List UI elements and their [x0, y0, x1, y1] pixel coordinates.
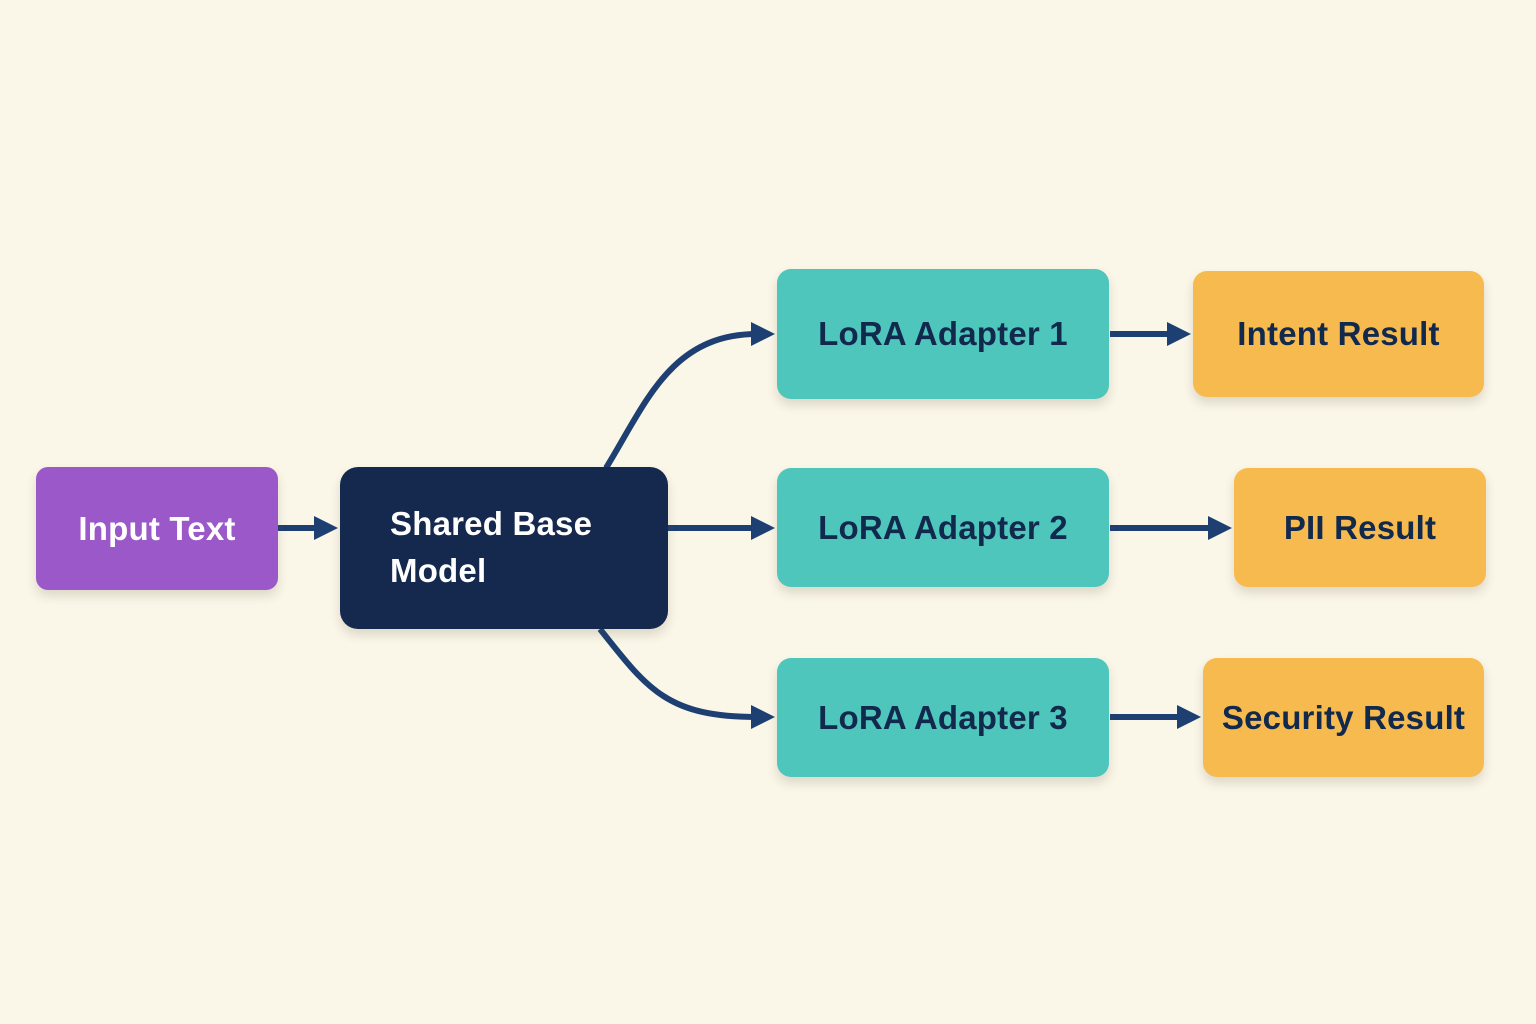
- input-text-label: Input Text: [78, 509, 236, 547]
- lora-adapter-1-node: LoRA Adapter 1: [777, 269, 1109, 399]
- intent-result-node: Intent Result: [1193, 271, 1484, 397]
- intent-result-label: Intent Result: [1237, 315, 1440, 352]
- lora-adapter-1-label: LoRA Adapter 1: [818, 315, 1068, 352]
- input-text-node: Input Text: [36, 467, 278, 590]
- shared-base-model-node: Shared Base Model: [340, 467, 668, 629]
- shared-base-model-label: Shared Base Model: [390, 505, 593, 589]
- lora-adapter-2-node: LoRA Adapter 2: [777, 468, 1109, 587]
- pii-result-label: PII Result: [1283, 508, 1437, 546]
- lora-adapter-2-label: LoRA Adapter 2: [818, 508, 1068, 546]
- lora-adapter-3-node: LoRA Adapter 3: [777, 658, 1109, 777]
- pii-result-node: PII Result: [1234, 468, 1486, 587]
- security-result-node: Security Result: [1203, 658, 1484, 777]
- edge-base-to-adapter3: [597, 627, 775, 729]
- lora-adapter-3-label: LoRA Adapter 3: [818, 698, 1068, 736]
- edge-base-to-adapter1: [603, 322, 775, 470]
- security-result-label: Security Result: [1221, 698, 1466, 736]
